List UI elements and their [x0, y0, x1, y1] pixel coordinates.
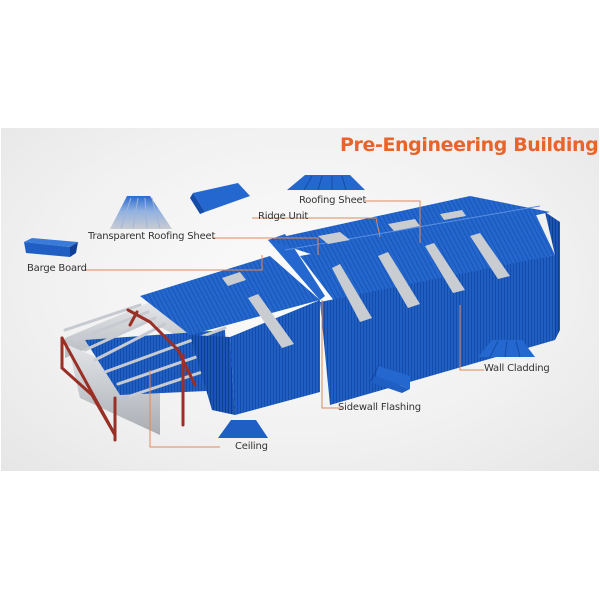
- page-title: Pre-Engineering Building: [340, 134, 599, 156]
- label-ceiling: Ceiling: [235, 441, 268, 452]
- label-sidewall-flashing: Sidewall Flashing: [338, 402, 421, 413]
- transparent-roofing-sheet-icon: [110, 196, 172, 229]
- label-ridge-unit: Ridge Unit: [258, 211, 309, 222]
- barge-board-icon: [24, 238, 78, 257]
- roofing-sheet-icon: [287, 175, 365, 191]
- ceiling-icon: [218, 420, 268, 438]
- label-transparent-roofing-sheet: Transparent Roofing Sheet: [88, 231, 216, 242]
- label-barge-board: Barge Board: [27, 263, 87, 274]
- sidewall-flashing-icon: [370, 363, 410, 393]
- ridge-unit-icon: [190, 183, 250, 214]
- wall-cladding-icon: [478, 340, 535, 358]
- label-roofing-sheet: Roofing Sheet: [299, 195, 367, 206]
- leader-lines: [84, 200, 484, 448]
- low-building: [140, 256, 320, 415]
- label-wall-cladding: Wall Cladding: [484, 363, 550, 374]
- high-building: [268, 196, 560, 405]
